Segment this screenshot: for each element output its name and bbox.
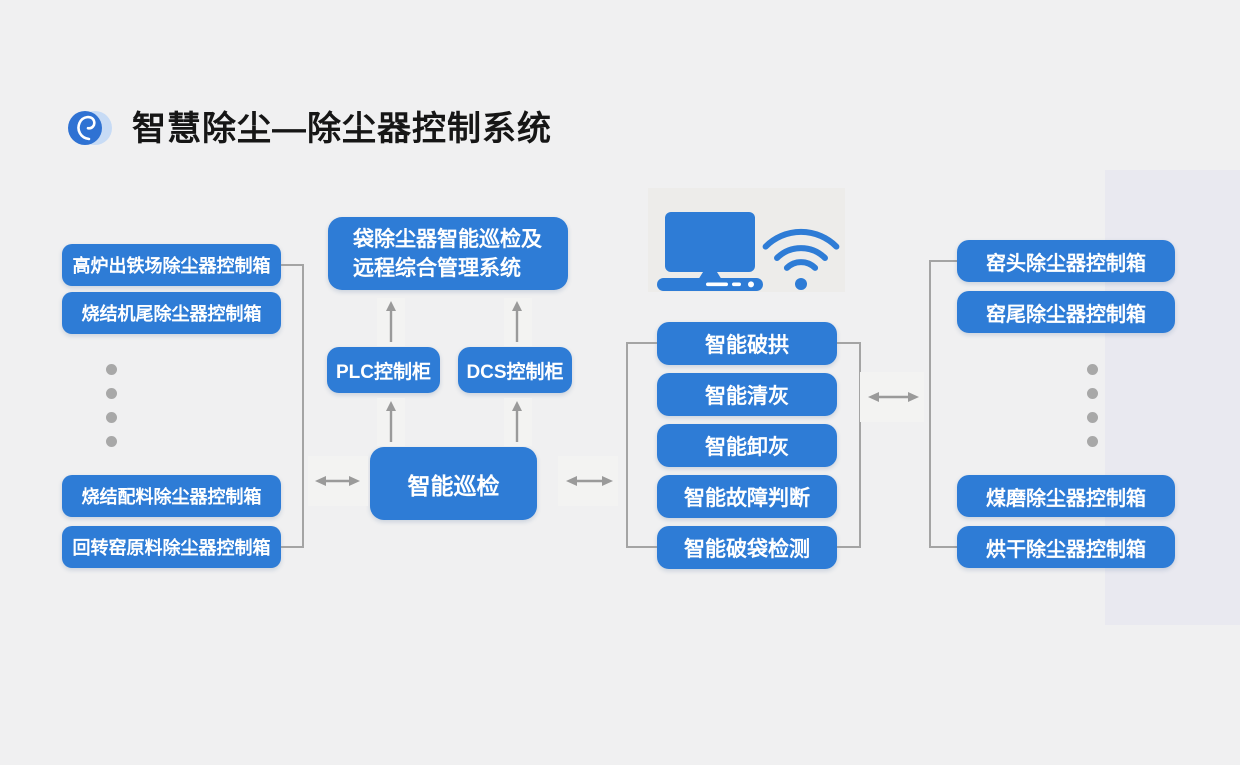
connector-line — [281, 546, 304, 548]
connector-line — [626, 546, 657, 548]
function-box-dust-cleaning: 智能清灰 — [657, 373, 837, 416]
swirl-logo-icon — [68, 108, 112, 150]
control-box-sinter-tail: 烧结机尾除尘器控制箱 — [62, 292, 281, 334]
wifi-icon — [762, 228, 840, 290]
dot — [106, 364, 117, 375]
arrow-up-dcs — [512, 301, 522, 342]
connector-line — [837, 342, 861, 344]
connector-line — [837, 546, 861, 548]
control-box-coal-mill: 煤磨除尘器控制箱 — [957, 475, 1175, 517]
dot — [106, 388, 117, 399]
page-title: 智慧除尘—除尘器控制系统 — [132, 110, 552, 148]
plc-cabinet-box: PLC控制柜 — [327, 347, 440, 393]
dot — [1087, 364, 1098, 375]
dot — [1087, 412, 1098, 423]
arrow-double-right — [868, 392, 919, 402]
control-box-kiln-tail: 窑尾除尘器控制箱 — [957, 291, 1175, 333]
function-box-bag-break-detection: 智能破袋检测 — [657, 526, 837, 569]
arrow-double-left — [315, 476, 360, 486]
connector-line — [859, 342, 861, 548]
arrow-up-inspection-left — [386, 401, 396, 442]
vertical-dots-left — [106, 364, 117, 447]
connector-line — [929, 260, 957, 262]
dot — [106, 412, 117, 423]
connector-line — [626, 342, 657, 344]
function-box-ash-unloading: 智能卸灰 — [657, 424, 837, 467]
management-system-line2: 远程综合管理系统 — [353, 256, 521, 280]
function-box-arch-breaking: 智能破拱 — [657, 322, 837, 365]
arrow-up-plc — [386, 301, 396, 342]
dot — [1087, 436, 1098, 447]
vertical-dots-right — [1087, 364, 1098, 447]
dot — [1087, 388, 1098, 399]
intelligent-inspection-box: 智能巡检 — [370, 447, 537, 520]
connector-line — [626, 342, 628, 548]
control-box-sinter-batching: 烧结配料除尘器控制箱 — [62, 475, 281, 517]
management-system-line1: 袋除尘器智能巡检及 — [353, 227, 542, 251]
connector-line — [929, 260, 931, 548]
control-box-rotary-kiln-raw: 回转窑原料除尘器控制箱 — [62, 526, 281, 568]
arrow-up-inspection-right — [512, 401, 522, 442]
management-system-box: 袋除尘器智能巡检及 远程综合管理系统 — [328, 217, 568, 290]
arrow-double-center — [566, 476, 613, 486]
connector-line — [281, 264, 304, 266]
function-box-fault-judgment: 智能故障判断 — [657, 475, 837, 518]
device-panel — [648, 188, 845, 292]
control-box-blast-furnace: 高炉出铁场除尘器控制箱 — [62, 244, 281, 286]
header: 智慧除尘—除尘器控制系统 — [68, 106, 552, 152]
control-box-kiln-head: 窑头除尘器控制箱 — [957, 240, 1175, 282]
dcs-cabinet-box: DCS控制柜 — [458, 347, 572, 393]
connector-line — [302, 264, 304, 548]
control-box-drying: 烘干除尘器控制箱 — [957, 526, 1175, 568]
computer-monitor-icon — [657, 212, 763, 291]
dot — [106, 436, 117, 447]
connector-line — [929, 546, 957, 548]
